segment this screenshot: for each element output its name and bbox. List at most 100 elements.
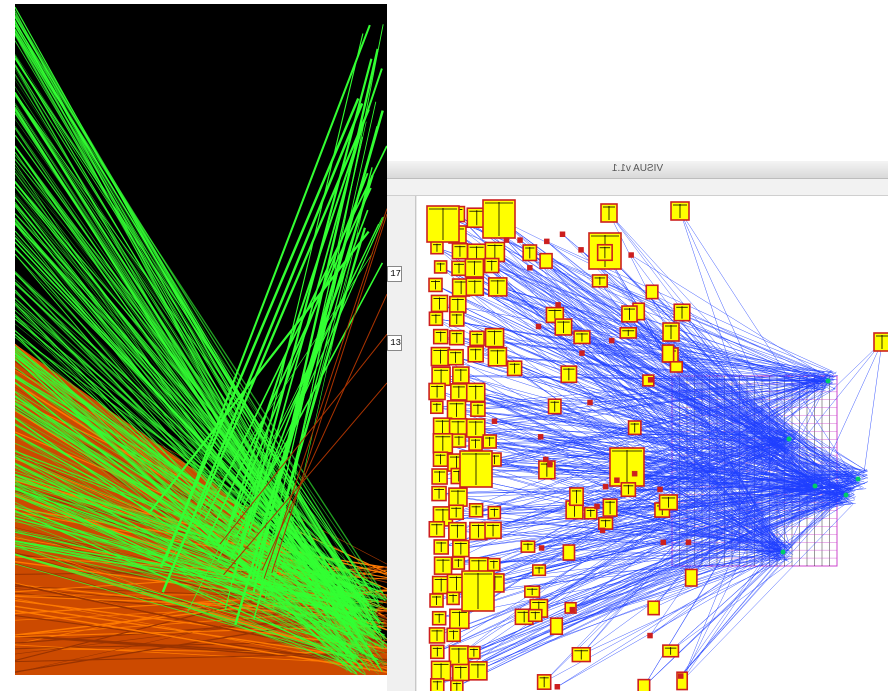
green-line	[198, 108, 370, 509]
graph-edge	[863, 341, 883, 474]
window-title: VISUA v1.1	[611, 163, 664, 174]
graph-edge	[456, 512, 784, 553]
graph-edge	[679, 210, 850, 472]
hub-node	[825, 378, 831, 384]
graph-edge	[461, 287, 790, 440]
visua-window: VISUA v1.1 17 13	[387, 161, 888, 691]
graph-edge	[435, 284, 855, 497]
green-line	[204, 145, 387, 521]
green-line	[15, 181, 362, 587]
graph-node	[614, 477, 620, 483]
side-field-2[interactable]: 13	[387, 335, 402, 351]
graph-edge	[456, 213, 847, 496]
graph-edge	[492, 375, 834, 531]
green-line	[15, 24, 379, 630]
green-line	[15, 92, 358, 628]
green-line	[257, 232, 359, 606]
graph-edge	[540, 436, 808, 492]
hub-node	[855, 476, 861, 482]
green-line	[15, 352, 377, 652]
graph-edge	[556, 551, 784, 627]
graph-edge	[557, 503, 846, 687]
hub-node	[812, 483, 818, 489]
graph-edge	[498, 218, 784, 553]
green-line	[15, 237, 350, 602]
side-field-1[interactable]: 17	[387, 266, 402, 282]
green-line	[15, 504, 379, 608]
green-line	[15, 463, 371, 647]
green-line	[263, 101, 377, 603]
graph-edge	[439, 486, 858, 619]
green-line	[15, 102, 363, 637]
graph-node	[579, 350, 585, 356]
graph-edge	[663, 542, 777, 550]
graph-edge	[589, 402, 818, 488]
graph-node	[684, 568, 698, 587]
graph-edge	[616, 480, 784, 553]
green-line	[15, 466, 373, 668]
graph-edge	[554, 406, 837, 503]
green-line	[15, 480, 366, 675]
graph-edge	[605, 486, 784, 553]
graph-edge	[461, 287, 826, 390]
graph-edge	[539, 503, 844, 571]
network-graph[interactable]	[417, 196, 888, 691]
green-line	[15, 68, 371, 669]
graph-edge	[670, 560, 793, 652]
graph-edge	[538, 326, 778, 561]
graph-edge	[458, 427, 847, 496]
graph-edge	[634, 384, 828, 474]
graph-edge	[475, 427, 816, 487]
graph-edge	[572, 475, 867, 610]
graph-edge	[663, 475, 855, 543]
graph-node	[491, 418, 498, 424]
graph-edge	[604, 252, 840, 492]
graph-edge	[529, 252, 790, 440]
graph-edge	[581, 337, 792, 554]
graph-edge	[649, 492, 838, 636]
graph-edge	[475, 354, 816, 487]
graph-edge	[514, 368, 867, 472]
green-line	[15, 333, 353, 674]
orange-line	[263, 208, 387, 579]
graph-edge	[631, 254, 821, 374]
line-visualization-canvas	[15, 4, 387, 675]
green-line	[15, 104, 355, 635]
graph-canvas-area[interactable]	[417, 196, 888, 691]
green-line	[15, 495, 382, 632]
window-titlebar[interactable]: VISUA v1.1	[387, 161, 888, 179]
graph-edge	[477, 494, 847, 672]
graph-edge	[442, 373, 819, 428]
graph-edge	[540, 436, 847, 496]
graph-edge	[497, 356, 816, 487]
graph-node	[569, 606, 576, 613]
graph-edge	[679, 210, 780, 433]
graph-edge	[545, 260, 784, 553]
green-line	[15, 92, 352, 602]
graph-edge	[535, 382, 833, 616]
graph-edge	[557, 304, 816, 487]
graph-edge	[557, 555, 787, 687]
green-line	[15, 247, 352, 635]
graph-edge	[437, 391, 814, 478]
graph-node	[669, 361, 683, 373]
graph-edge	[460, 494, 847, 673]
green-line	[15, 323, 366, 612]
graph-node	[676, 671, 689, 691]
green-line	[15, 511, 362, 612]
graph-edge	[581, 336, 852, 490]
green-line	[15, 358, 364, 669]
graph-node	[503, 237, 510, 243]
graph-edge	[477, 338, 828, 383]
graph-edge	[494, 420, 851, 491]
graph-node	[647, 377, 654, 383]
graph-edge	[541, 547, 781, 560]
green-line	[15, 437, 361, 590]
graph-edge	[557, 304, 789, 551]
green-line	[15, 281, 351, 618]
graph-edge	[494, 485, 816, 513]
green-line	[15, 553, 355, 659]
graph-edge	[663, 380, 829, 543]
graph-edge	[529, 252, 847, 499]
graph-edge	[549, 464, 844, 486]
